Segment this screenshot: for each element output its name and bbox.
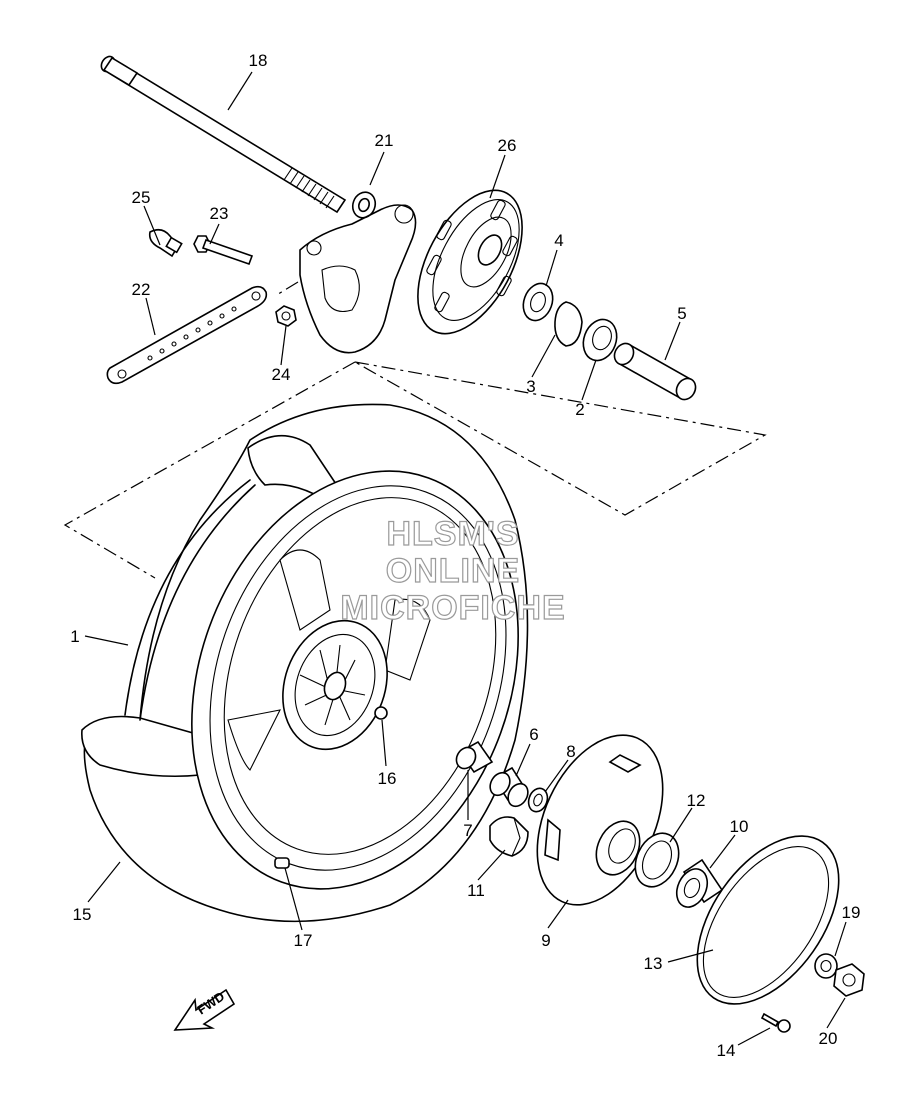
circlip xyxy=(554,301,583,347)
callout-25: 25 xyxy=(132,188,151,207)
callout-26: 26 xyxy=(498,136,517,155)
callout-22: 22 xyxy=(132,280,151,299)
oil-seal xyxy=(634,832,680,888)
watermark: HLSM'S ONLINE MICROFICHE xyxy=(340,514,566,627)
wheel-rim xyxy=(191,470,519,890)
screw xyxy=(760,1012,791,1033)
washer-axle xyxy=(814,953,838,979)
bearing-lower xyxy=(582,318,618,362)
callout-7: 7 xyxy=(463,821,472,840)
callout-13: 13 xyxy=(644,954,663,973)
callout-2: 2 xyxy=(575,400,584,419)
tension-bar xyxy=(106,285,268,385)
watermark-line-3: MICROFICHE xyxy=(340,589,565,627)
watermark-line-1: HLSM'S xyxy=(386,515,519,553)
spacer xyxy=(613,342,697,401)
cover-ring xyxy=(696,835,840,1005)
bearing-upper xyxy=(522,282,554,322)
callout-5: 5 xyxy=(677,304,686,323)
fwd-arrow: FWD xyxy=(173,988,236,1031)
caliper-bracket xyxy=(299,204,417,354)
callout-15: 15 xyxy=(73,905,92,924)
callout-3: 3 xyxy=(526,377,535,396)
callout-20: 20 xyxy=(819,1029,838,1048)
valve-marker xyxy=(274,857,290,869)
axle xyxy=(100,55,347,214)
bearing-wheel xyxy=(489,766,529,808)
callout-17: 17 xyxy=(294,931,313,950)
callout-24: 24 xyxy=(272,365,291,384)
callout-10: 10 xyxy=(730,817,749,836)
collar-lower xyxy=(455,740,494,774)
callout-18: 18 xyxy=(249,51,268,70)
callout-16: 16 xyxy=(378,769,397,788)
callout-23: 23 xyxy=(210,204,229,223)
bolt xyxy=(193,235,254,266)
washer xyxy=(527,787,549,813)
bearing-hub xyxy=(675,858,724,908)
collar xyxy=(351,191,377,219)
callouts: 18 21 26 25 23 22 24 4 3 2 5 1 15 16 17 … xyxy=(70,51,860,1060)
alignment-frame xyxy=(63,281,767,579)
callout-14: 14 xyxy=(717,1041,736,1060)
callout-6: 6 xyxy=(529,725,538,744)
axle-nut xyxy=(833,963,865,997)
hub-cover xyxy=(417,189,523,335)
callout-19: 19 xyxy=(842,903,861,922)
clutch-hub xyxy=(536,734,664,906)
callout-11: 11 xyxy=(467,881,485,900)
callout-1: 1 xyxy=(70,627,79,646)
callout-12: 12 xyxy=(687,791,706,810)
leader-lines xyxy=(84,71,847,1046)
nut xyxy=(275,305,297,327)
callout-9: 9 xyxy=(541,931,550,950)
callout-4: 4 xyxy=(554,231,563,250)
clip xyxy=(148,228,183,258)
callout-21: 21 xyxy=(375,131,394,150)
callout-8: 8 xyxy=(566,742,575,761)
damper xyxy=(489,816,529,857)
watermark-line-2: ONLINE xyxy=(386,552,520,590)
